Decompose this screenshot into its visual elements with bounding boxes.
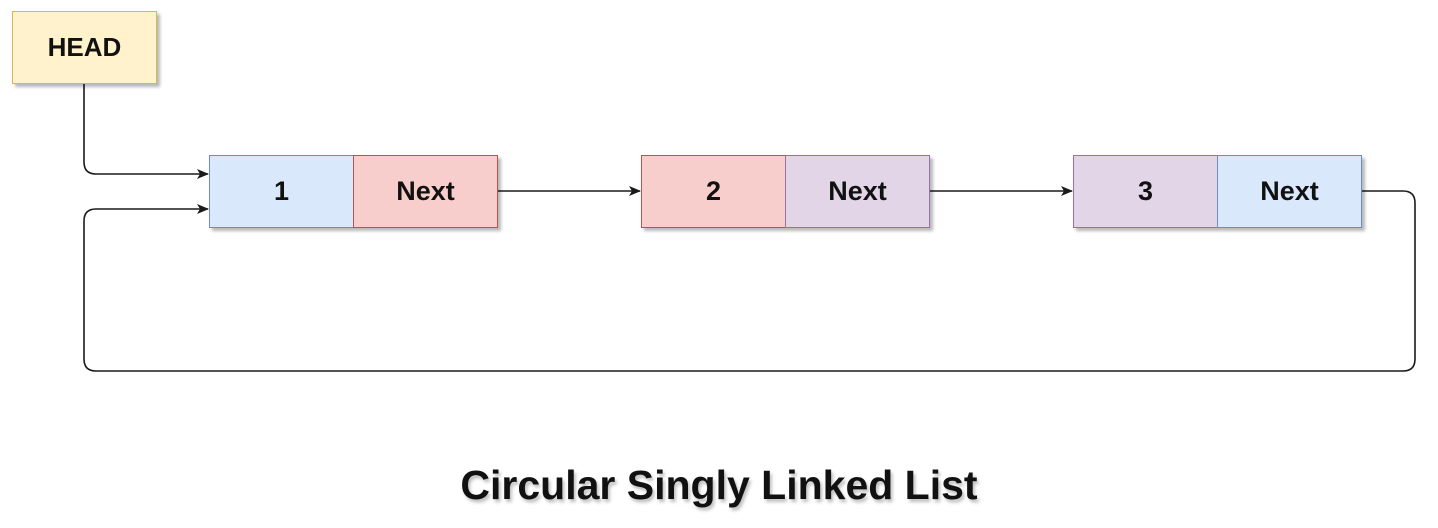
node-1-value: 1 [273,176,290,206]
head-to-node1-arrow [83,84,209,179]
node-2-data-cell: 2 [641,155,786,228]
node-1-next-cell: Next [353,155,498,228]
list-node-1: 1 Next [209,155,498,228]
node-2-value: 2 [705,176,722,206]
diagram-title: Circular Singly Linked List [460,462,978,508]
node-1-pointer-label: Next [396,176,455,206]
node-2-pointer-label: Next [828,176,887,206]
node-3-data-cell: 3 [1073,155,1218,228]
head-label: HEAD [47,32,122,62]
node-3-next-cell: Next [1217,155,1362,228]
node-2-next-cell: Next [785,155,930,228]
node3-to-node1-loop-arrow [83,190,1416,372]
list-node-2: 2 Next [641,155,930,228]
head-pointer-box: HEAD [12,11,157,84]
node-3-value: 3 [1137,176,1154,206]
node-3-pointer-label: Next [1260,176,1319,206]
node-1-data-cell: 1 [209,155,354,228]
list-node-3: 3 Next [1073,155,1362,228]
